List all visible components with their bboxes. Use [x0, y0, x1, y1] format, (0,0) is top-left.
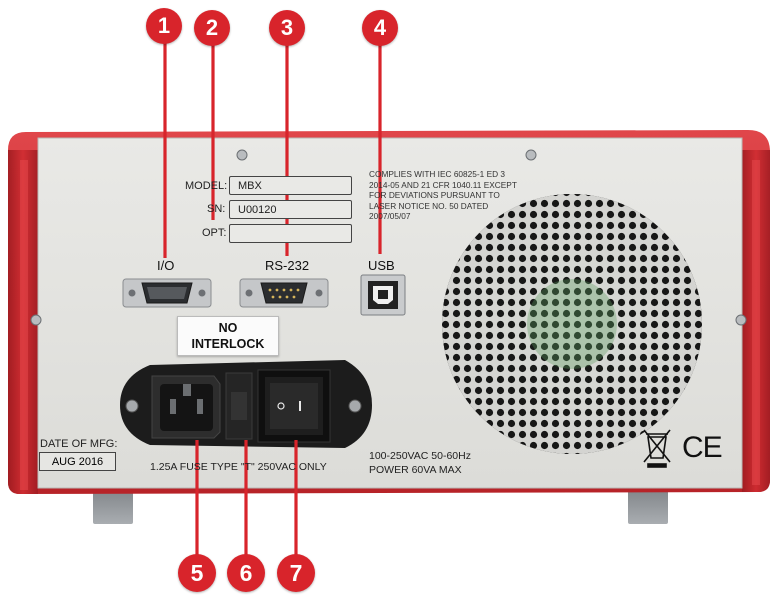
compliance-line: 2014-05 AND 21 CFR 1040.11 EXCEPT: [369, 179, 517, 190]
foot-left: [93, 486, 133, 524]
io-port-connector: [122, 278, 212, 308]
date-of-mfg-value: AUG 2016: [39, 452, 116, 471]
rs232-port-label: RS-232: [265, 258, 310, 273]
fan-grille: [442, 194, 702, 454]
usb-port-label: USB: [368, 258, 395, 273]
callout-badge-5: 5: [178, 554, 216, 592]
io-port-label: I/O: [157, 258, 175, 273]
power-line: POWER 60VA MAX: [369, 464, 462, 476]
compliance-line: 2007/05/07: [369, 211, 411, 221]
opt-field: [229, 224, 352, 243]
foot-right: [628, 486, 668, 524]
model-label: MODEL:: [185, 180, 228, 192]
rs232-port-connector: [239, 278, 329, 308]
callout-leaders: [163, 42, 382, 557]
callout-badge-2: 2: [194, 10, 230, 46]
compliance-statement: COMPLIES WITH IEC 60825-1 ED 3 2014-05 A…: [369, 169, 519, 222]
sticker-line: INTERLOCK: [191, 337, 265, 351]
callout-badge-1: 1: [146, 8, 182, 44]
power-line: 100-250VAC 50-60Hz: [369, 450, 471, 462]
power-rating: 100-250VAC 50-60Hz POWER 60VA MAX: [369, 449, 471, 477]
weee-bin-icon: [643, 429, 671, 468]
opt-label: OPT:: [202, 227, 227, 239]
sticker-line: NO: [218, 321, 238, 335]
compliance-line: FOR DEVIATIONS PURSUANT TO: [369, 190, 500, 200]
no-interlock-sticker: NO INTERLOCK: [177, 316, 279, 356]
callout-badge-4: 4: [362, 10, 398, 46]
panel-screws: [30, 149, 747, 326]
sn-label: SN:: [207, 203, 226, 215]
power-entry-module: [120, 360, 372, 448]
callout-badge-6: 6: [227, 554, 265, 592]
model-field: MBX: [229, 176, 352, 195]
ce-mark: CE: [682, 431, 723, 464]
sn-field: U00120: [229, 200, 352, 219]
callout-badge-7: 7: [277, 554, 315, 592]
compliance-line: COMPLIES WITH IEC 60825-1 ED 3: [369, 169, 506, 179]
fuse-rating-text: 1.25A FUSE TYPE "T" 250VAC ONLY: [150, 461, 327, 473]
usb-port-connector: [360, 274, 406, 316]
date-of-mfg-label: DATE OF MFG:: [40, 438, 118, 450]
callout-badge-3: 3: [269, 10, 305, 46]
compliance-line: LASER NOTICE NO. 50 DATED: [369, 200, 489, 211]
